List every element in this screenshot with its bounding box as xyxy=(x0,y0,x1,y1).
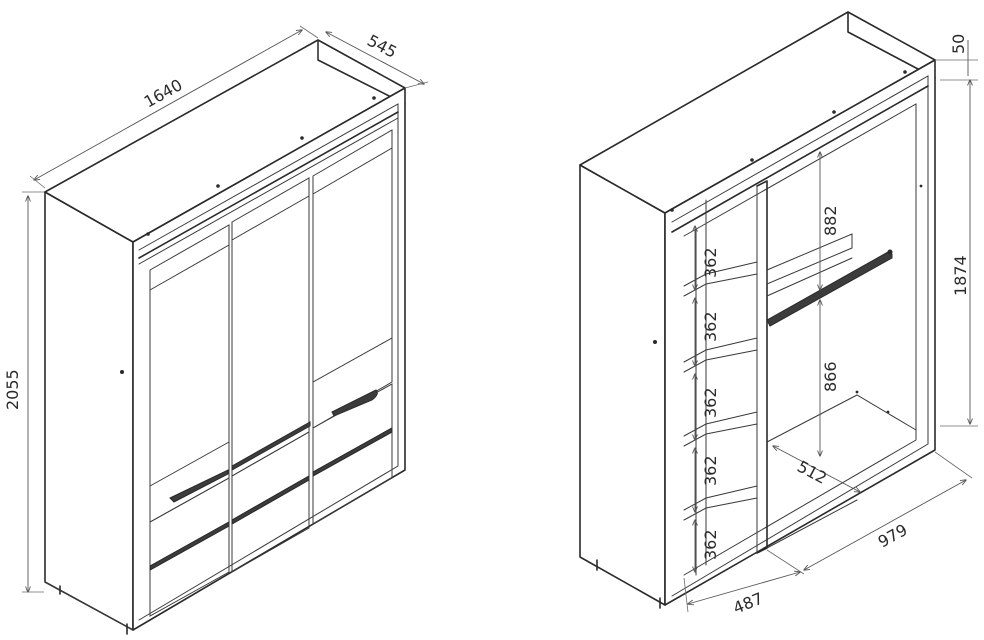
lower-section-label: 866 xyxy=(821,361,840,392)
hanging-rail xyxy=(766,249,893,327)
depth-dimension-line xyxy=(326,32,424,84)
interior-divider xyxy=(756,180,768,554)
upper-section-label: 882 xyxy=(821,205,840,236)
right-width-dimension-line xyxy=(804,480,966,570)
shelf-1-label: 362 xyxy=(701,247,720,278)
door-handle-right xyxy=(331,389,378,417)
width-label: 1640 xyxy=(141,75,186,111)
closed-wardrobe: 1640 545 2055 xyxy=(3,25,429,635)
door-handle-middle xyxy=(231,421,311,471)
shelf-3-label: 362 xyxy=(701,387,720,418)
height-label: 2055 xyxy=(3,369,22,410)
width-dimension-line xyxy=(34,30,302,180)
door-handle-left xyxy=(169,469,229,503)
shelf-2-label: 362 xyxy=(701,311,720,342)
inner-height-label: 1874 xyxy=(951,255,970,296)
open-side-panel xyxy=(579,164,666,606)
open-wardrobe: 50 1874 882 866 362 362 362 362 362 512 … xyxy=(579,11,978,618)
side-panel xyxy=(44,191,134,631)
top-gap-label: 50 xyxy=(949,34,968,54)
shelf-4-label: 362 xyxy=(701,455,720,486)
left-width-dimension-line xyxy=(688,572,800,604)
left-width-label: 487 xyxy=(730,589,765,618)
right-upper-shelf xyxy=(766,233,853,297)
depth-label: 545 xyxy=(364,31,400,62)
right-width-label: 979 xyxy=(875,520,911,551)
right-door xyxy=(312,129,393,429)
shelf-5-label: 362 xyxy=(701,529,720,560)
